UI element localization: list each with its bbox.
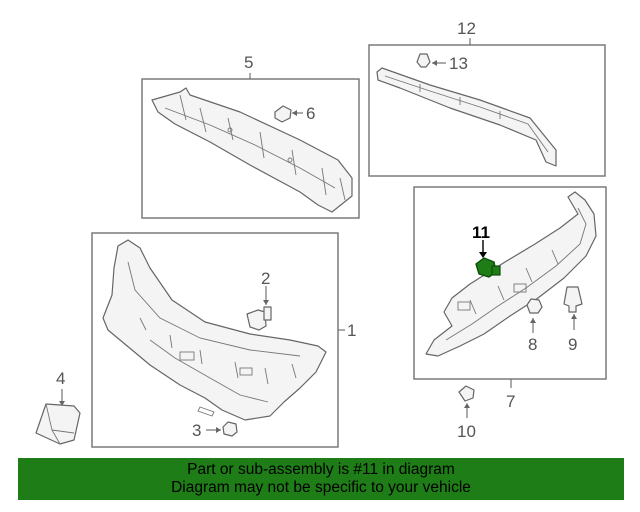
banner-line-2: Diagram may not be specific to your vehi…: [171, 479, 471, 496]
parts-diagram: 5 6 12 13 1 2: [35, 19, 607, 448]
callout-8[interactable]: 8: [528, 335, 537, 354]
part-info-banner: Part or sub-assembly is #11 in diagram D…: [18, 458, 624, 500]
box-part-12: [368, 44, 606, 177]
side-trim-panel-drawing: [425, 191, 597, 357]
box-part-1: [91, 232, 339, 448]
callout-13[interactable]: 13: [449, 54, 468, 73]
pin-9-drawing: [563, 286, 583, 313]
callout-3[interactable]: 3: [192, 421, 201, 440]
clip-6-drawing: [274, 105, 292, 123]
weatherstrip-drawing: [376, 67, 557, 167]
callout-12[interactable]: 12: [457, 19, 476, 38]
callout-9[interactable]: 9: [568, 335, 577, 354]
clip-13-drawing: [416, 53, 431, 68]
clip-10-drawing: [458, 385, 475, 402]
callout-5[interactable]: 5: [244, 53, 253, 72]
callout-10[interactable]: 10: [457, 422, 476, 441]
cover-4-drawing: [35, 403, 81, 445]
callout-11[interactable]: 11: [472, 223, 490, 242]
clip-8-drawing: [526, 298, 543, 314]
clip-2-drawing: [246, 306, 272, 331]
callout-4[interactable]: 4: [56, 369, 65, 388]
banner-line-1: Part or sub-assembly is #11 in diagram: [187, 461, 455, 478]
liftgate-trim-panel-drawing: [102, 239, 327, 421]
callout-2[interactable]: 2: [261, 269, 270, 288]
clip-3-drawing: [222, 421, 238, 437]
box-part-7: [413, 186, 607, 380]
callout-7[interactable]: 7: [506, 392, 515, 411]
upper-trim-panel-drawing: [151, 87, 353, 213]
callout-6[interactable]: 6: [306, 104, 315, 123]
callout-1[interactable]: 1: [347, 321, 356, 340]
clip-11-drawing: [475, 257, 501, 278]
